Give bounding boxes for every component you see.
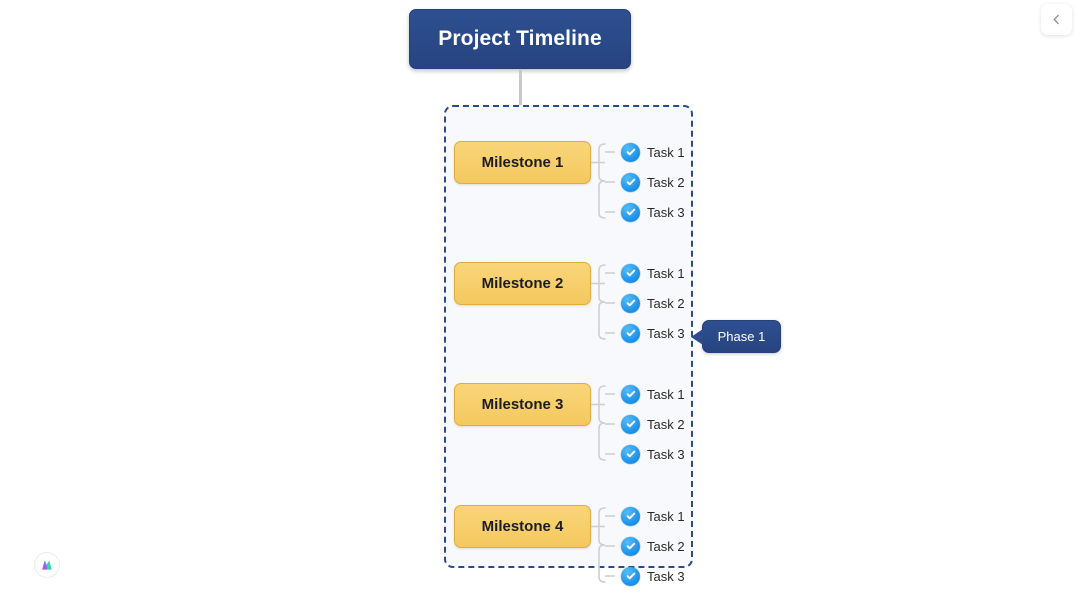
check-circle-icon <box>621 506 640 526</box>
task-label: Task 1 <box>647 144 685 160</box>
milestone-row: Milestone 1 Task 1 Task 2 <box>446 133 695 233</box>
check-circle-icon <box>621 293 640 313</box>
chevron-left-icon <box>1050 13 1063 26</box>
phase-callout[interactable]: Phase 1 <box>691 320 781 353</box>
task-item[interactable]: Task 3 <box>621 444 685 464</box>
root-node[interactable]: Project Timeline <box>409 9 631 69</box>
milestone-label: Milestone 1 <box>481 154 564 171</box>
task-item[interactable]: Task 1 <box>621 384 685 404</box>
task-label: Task 3 <box>647 325 685 341</box>
milestone-label: Milestone 4 <box>481 518 564 535</box>
milestone-node[interactable]: Milestone 3 <box>454 383 591 426</box>
check-circle-icon <box>621 263 640 283</box>
milestone-row: Milestone 3 Task 1 Task 2 <box>446 375 695 475</box>
task-item[interactable]: Task 2 <box>621 293 685 313</box>
task-item[interactable]: Task 1 <box>621 263 685 283</box>
milestone-label: Milestone 3 <box>481 396 564 413</box>
task-label: Task 1 <box>647 508 685 524</box>
task-label: Task 2 <box>647 174 685 190</box>
task-item[interactable]: Task 2 <box>621 172 685 192</box>
check-circle-icon <box>621 566 640 586</box>
brand-mark-icon <box>38 556 56 574</box>
task-item[interactable]: Task 3 <box>621 202 685 222</box>
check-circle-icon <box>621 536 640 556</box>
milestone-row: Milestone 4 Task 1 Task 2 <box>446 497 695 597</box>
check-circle-icon <box>621 414 640 434</box>
milestone-node[interactable]: Milestone 4 <box>454 505 591 548</box>
task-label: Task 2 <box>647 295 685 311</box>
task-item[interactable]: Task 3 <box>621 566 685 586</box>
task-label: Task 1 <box>647 265 685 281</box>
task-label: Task 3 <box>647 568 685 584</box>
check-circle-icon <box>621 444 640 464</box>
task-item[interactable]: Task 1 <box>621 506 685 526</box>
task-label: Task 3 <box>647 446 685 462</box>
collapse-panel-button[interactable] <box>1041 4 1072 35</box>
task-label: Task 3 <box>647 204 685 220</box>
root-node-label: Project Timeline <box>438 27 602 50</box>
callout-tail-icon <box>691 328 703 345</box>
check-circle-icon <box>621 172 640 192</box>
task-item[interactable]: Task 2 <box>621 536 685 556</box>
task-label: Task 2 <box>647 538 685 554</box>
task-label: Task 1 <box>647 386 685 402</box>
milestone-label: Milestone 2 <box>481 275 564 292</box>
milestone-node[interactable]: Milestone 2 <box>454 262 591 305</box>
brand-logo[interactable] <box>35 553 59 577</box>
task-label: Task 2 <box>647 416 685 432</box>
milestone-row: Milestone 2 Task 1 Task 2 <box>446 254 695 354</box>
check-circle-icon <box>621 384 640 404</box>
milestone-node[interactable]: Milestone 1 <box>454 141 591 184</box>
phase-callout-label: Phase 1 <box>717 329 766 344</box>
phase-container[interactable]: Milestone 1 Task 1 Task 2 <box>444 105 695 586</box>
check-circle-icon <box>621 323 640 343</box>
check-circle-icon <box>621 142 640 162</box>
check-circle-icon <box>621 202 640 222</box>
task-item[interactable]: Task 2 <box>621 414 685 434</box>
task-item[interactable]: Task 3 <box>621 323 685 343</box>
task-item[interactable]: Task 1 <box>621 142 685 162</box>
